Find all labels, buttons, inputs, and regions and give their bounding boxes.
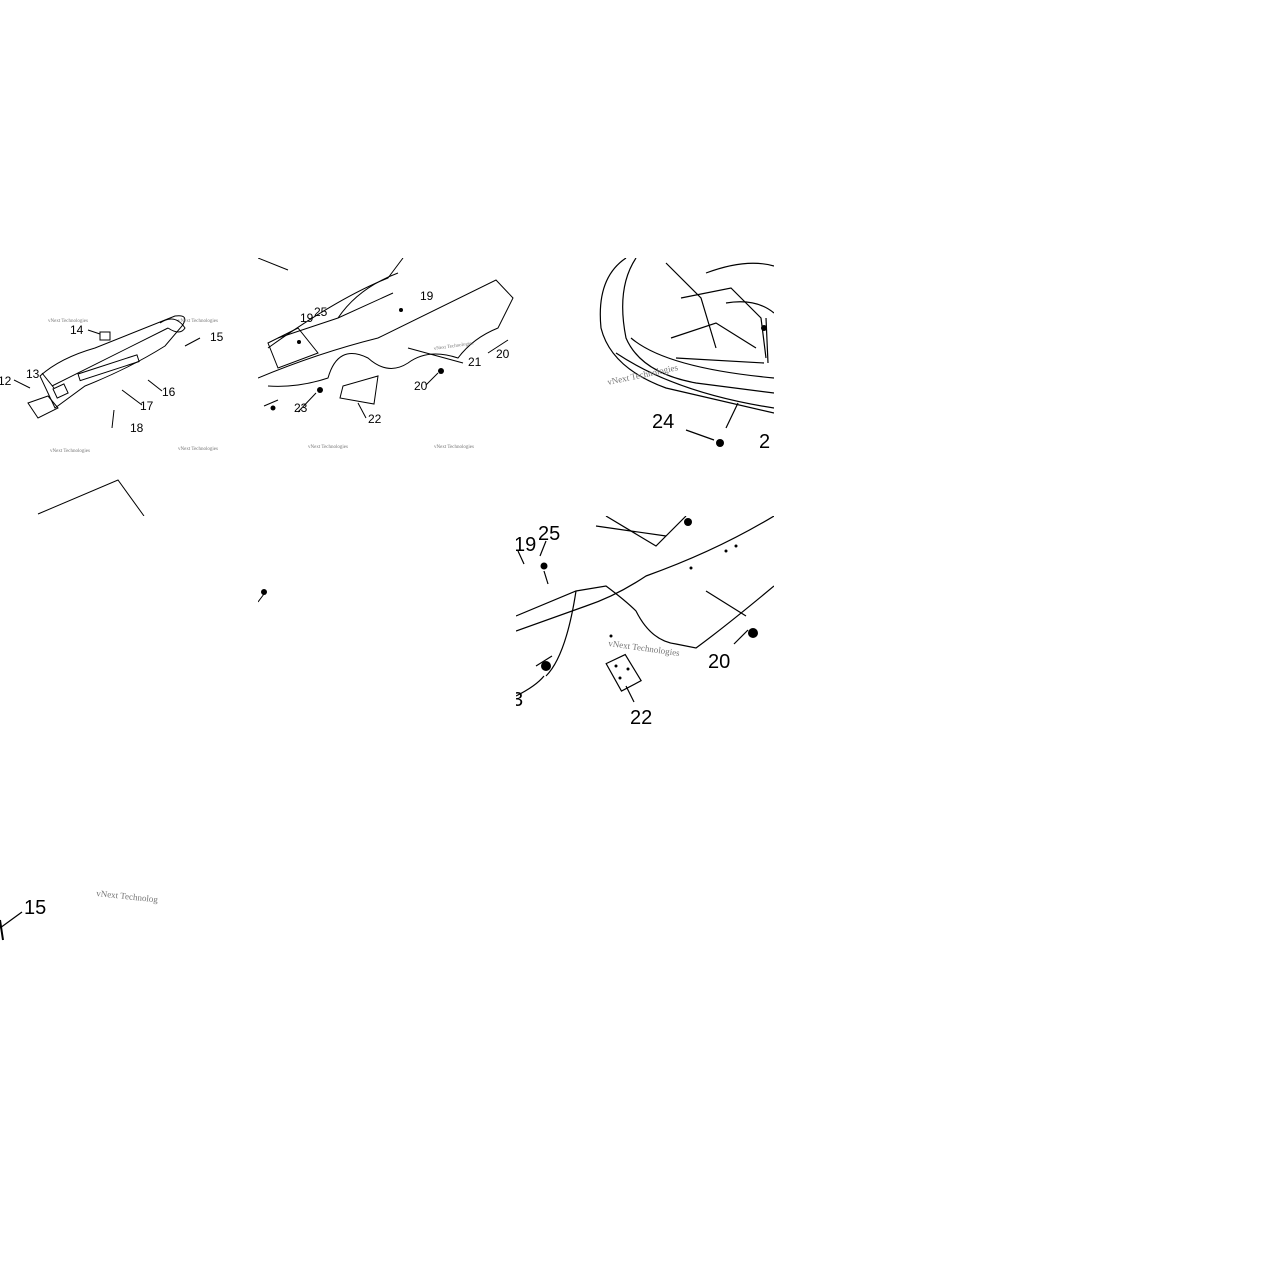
callout-22: 22 — [368, 412, 382, 426]
small-plate — [339, 375, 379, 405]
lower-panel-edge — [37, 479, 145, 516]
fender-shape — [39, 315, 186, 409]
fastener — [716, 439, 724, 447]
callout-23: 23 — [294, 401, 308, 415]
tile-zoom-bottom-left: 15 vNext Technolog — [0, 860, 180, 960]
fastener — [297, 340, 301, 344]
panel-outer — [599, 258, 774, 414]
body-lower-edge — [516, 585, 774, 649]
fender-line — [51, 327, 169, 387]
fastener — [399, 308, 403, 312]
callout-12: 12 — [0, 374, 12, 388]
callout-20b: 20 — [414, 379, 428, 393]
callout-24: 24 — [652, 411, 674, 433]
tile-zoom-lower: 19 25 20 22 3 vNext Technologies — [516, 516, 774, 774]
watermark-6: vNext Technologies — [308, 445, 348, 450]
fastener — [541, 661, 551, 671]
watermark-9: vNext Technologies — [608, 638, 681, 658]
callout-19b: 19 — [300, 311, 314, 325]
callout-19a: 19 — [420, 289, 434, 303]
watermark-4: vNext Technologies — [178, 447, 218, 452]
fastener — [748, 628, 758, 638]
diagram-overview-middle: 19 19 25 21 20 20 22 23 vNext Technologi… — [258, 258, 514, 450]
callout-17: 17 — [140, 399, 154, 413]
diagram-overview-left: 14 15 16 17 13 12 18 vNext Technologies … — [0, 315, 224, 516]
callout-16: 16 — [162, 385, 176, 399]
fastener — [270, 405, 276, 411]
callout-20: 20 — [708, 651, 730, 673]
callout-25: 25 — [538, 523, 560, 545]
watermark-8: vNext Technologies — [606, 362, 679, 387]
watermark-10: vNext Technolog — [96, 888, 159, 904]
watermark-5: vNext Technologies — [434, 341, 474, 352]
diagram-zoom-bottom-left: 15 vNext Technolog — [0, 888, 159, 941]
fastener — [438, 368, 444, 374]
diagram-zoom-right: 24 2 vNext Technologies — [599, 258, 774, 453]
callout-19: 19 — [516, 534, 536, 556]
callout-3-partial: 3 — [516, 689, 523, 711]
watermark-2: vNext Technologies — [178, 319, 218, 324]
callout-2-partial: 2 — [759, 431, 770, 453]
callout-18: 18 — [130, 421, 144, 435]
body-upper-edge — [516, 516, 774, 632]
bracket-upper — [665, 262, 717, 349]
watermark-1: vNext Technologies — [48, 319, 88, 324]
watermark-3: vNext Technologies — [50, 449, 90, 454]
tile-fragment-left — [258, 580, 278, 610]
callout-22: 22 — [630, 707, 652, 729]
tile-zoom-right: 24 2 vNext Technologies — [516, 258, 774, 516]
clip-part — [99, 331, 111, 341]
fastener — [761, 325, 767, 331]
callout-15: 15 — [24, 897, 46, 919]
diagram-zoom-lower: 19 25 20 22 3 vNext Technologies — [516, 516, 774, 729]
fastener — [684, 518, 692, 526]
callout-13: 13 — [26, 367, 40, 381]
callout-20a: 20 — [496, 347, 510, 361]
foot-plate — [27, 395, 59, 419]
callout-21: 21 — [468, 355, 482, 369]
callout-25: 25 — [314, 305, 328, 319]
tile-overview-left: 14 15 16 17 13 12 18 vNext Technologies … — [0, 258, 258, 516]
bracket-part — [159, 318, 186, 333]
fastener — [540, 562, 548, 570]
fragment-marks — [258, 589, 267, 603]
small-plate — [605, 653, 642, 692]
frame-bracket — [267, 327, 319, 369]
fender-strip — [77, 354, 140, 382]
watermark-7: vNext Technologies — [434, 445, 474, 450]
fender-pad — [52, 383, 69, 399]
callout-15: 15 — [210, 330, 224, 344]
frame-upper — [605, 516, 687, 547]
fastener — [317, 387, 323, 393]
callout-14: 14 — [70, 323, 84, 337]
body-panel — [258, 279, 514, 387]
tile-overview-middle: 19 19 25 21 20 20 22 23 vNext Technologi… — [258, 258, 516, 516]
